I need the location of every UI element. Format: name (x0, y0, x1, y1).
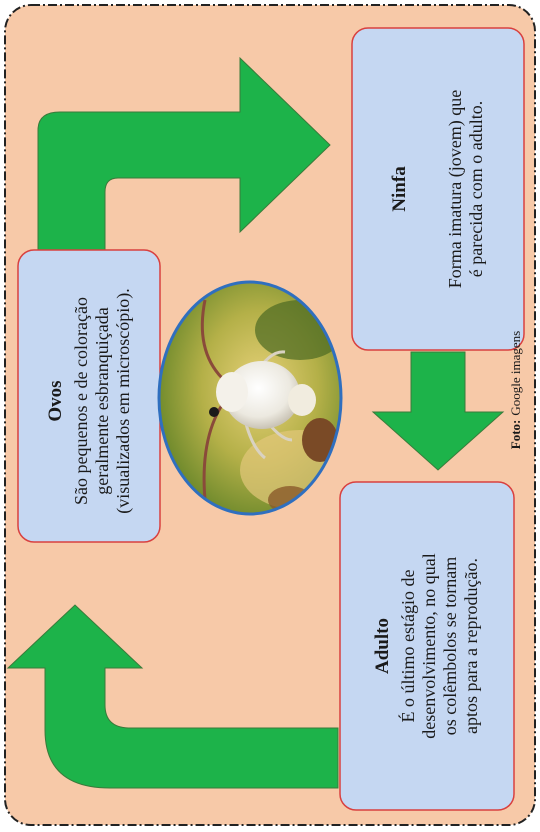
ovos-text: Ovos São pequenos e de coloração geralme… (18, 255, 160, 547)
adulto-text: Adulto É o último estágio de desenvolvim… (340, 482, 514, 810)
adulto-line-2: desenvolvimento, no qual (419, 553, 440, 738)
photo-credit: Foto: Google imagens (506, 290, 526, 490)
ninfa-line-1: Forma imatura (jovem) que (445, 90, 466, 288)
ovos-line-2: geralmente esbranquiçada (92, 307, 113, 494)
ovos-line-3: (visualizados em microscópio). (113, 288, 134, 513)
ninfa-title: Ninfa (389, 166, 411, 211)
ninfa-text: Ninfa Forma imatura (jovem) que é pareci… (352, 28, 524, 350)
ovos-line-1: São pequenos e de coloração (71, 297, 92, 505)
adulto-line-4: aptos para a reprodução. (461, 558, 482, 734)
adulto-title: Adulto (372, 618, 394, 674)
adulto-line-1: É o último estágio de (398, 570, 419, 723)
photo-credit-label: Foto: (508, 420, 524, 450)
adulto-line-3: os colêmbolos se tornam (440, 557, 461, 735)
ovos-title: Ovos (45, 380, 67, 421)
photo-credit-source: Google imagens (508, 331, 524, 416)
ninfa-line-2: é parecida com o adulto. (466, 101, 487, 277)
